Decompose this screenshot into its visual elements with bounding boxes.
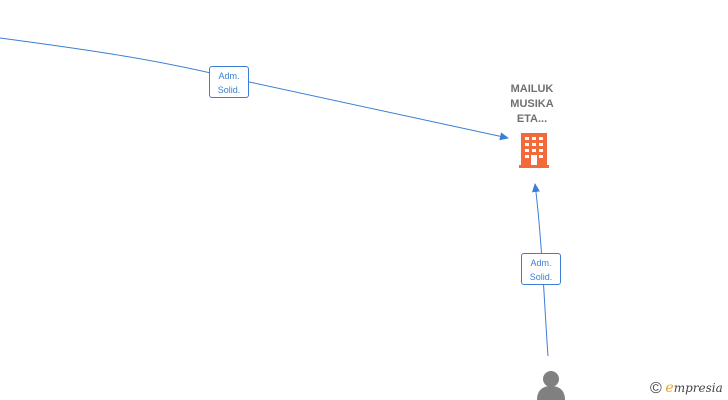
building-icon[interactable] bbox=[519, 133, 549, 168]
edge-label-line: Solid. bbox=[217, 85, 241, 95]
edge-line-left-to-company bbox=[0, 37, 509, 141]
brand-name: mpresia bbox=[673, 381, 723, 395]
company-name-line: MAILUK bbox=[510, 83, 554, 95]
brand-logo: © empresia bbox=[650, 380, 723, 398]
person-icon[interactable] bbox=[537, 371, 565, 400]
edge-label-line: Adm. bbox=[530, 258, 552, 268]
edge-label-person[interactable]: Adm. Solid. bbox=[521, 253, 561, 285]
copyright-icon: © bbox=[650, 380, 662, 397]
edge-label-line: Solid. bbox=[529, 272, 553, 282]
company-name[interactable]: MAILUK MUSIKA ETA... bbox=[492, 82, 572, 127]
company-name-line: ETA... bbox=[516, 113, 548, 125]
company-name-line: MUSIKA bbox=[510, 98, 554, 110]
edge-label-line: Adm. bbox=[218, 71, 240, 81]
edge-label-left[interactable]: Adm. Solid. bbox=[209, 66, 249, 98]
brand-initial: e bbox=[665, 380, 674, 396]
